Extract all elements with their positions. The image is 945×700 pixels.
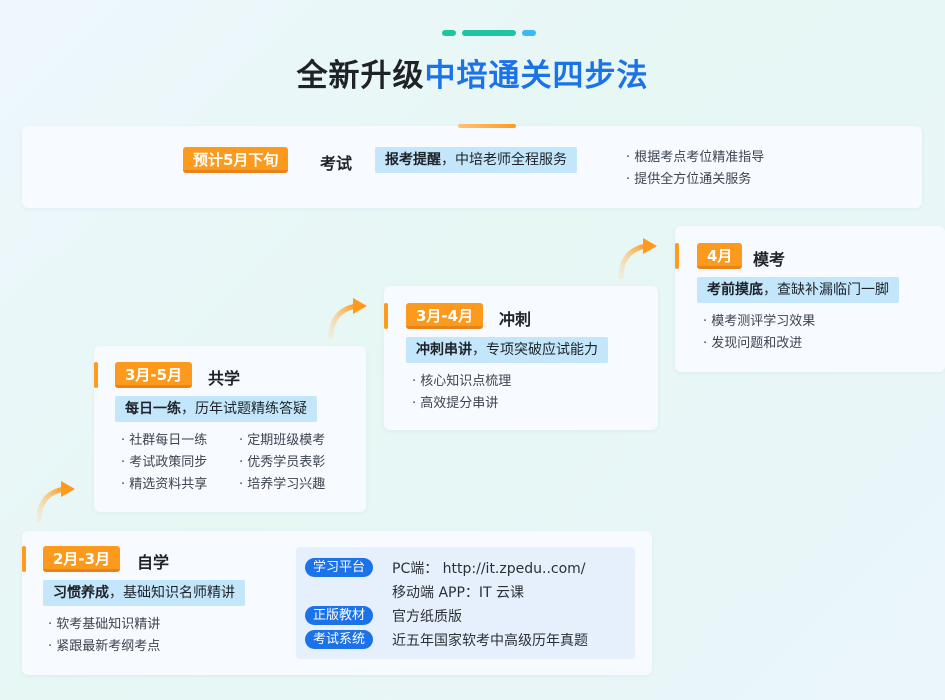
mock-date-tag: 4月 — [697, 243, 743, 269]
selfstudy-highlight-bold: 习惯养成 — [53, 585, 109, 601]
sprint-accent-bar — [384, 303, 388, 329]
selfstudy-date-tag: 2月-3月 — [43, 546, 121, 572]
title-decoration — [442, 30, 536, 36]
cowork-highlight-rest: ，历年试题精练答疑 — [181, 401, 307, 417]
exam-highlight-rest: ，中培老师全程服务 — [441, 152, 567, 168]
cowork-accent-bar — [94, 362, 98, 388]
decoration-bar — [462, 30, 516, 36]
sprint-highlight-rest: ，专项突破应试能力 — [472, 342, 598, 358]
system-label: 考试系统 — [305, 630, 374, 649]
platform-label: 学习平台 — [305, 558, 374, 577]
exam-connector-line — [458, 124, 516, 128]
selfstudy-bullet-1: · 软考基础知识精讲 — [48, 617, 161, 632]
cowork-bullet-left-1: · 社群每日一练 — [121, 433, 208, 448]
mock-highlight-rest: ，查缺补漏临门一脚 — [763, 282, 889, 298]
cowork-bullet-left-3: · 精选资料共享 — [121, 477, 208, 492]
cowork-bullet-right-1: · 定期班级模考 — [239, 433, 326, 448]
platform-pc-text: PC端： http://it.zpedu..com/ — [392, 561, 586, 577]
cowork-card: 3月-5月 共学 每日一练，历年试题精练答疑 · 社群每日一练 · 考试政策同步… — [94, 346, 366, 512]
exam-bullet-2: · 提供全方位通关服务 — [626, 172, 752, 187]
mock-highlight: 考前摸底，查缺补漏临门一脚 — [697, 277, 899, 303]
cowork-stage-name: 共学 — [208, 369, 241, 388]
selfstudy-accent-bar — [22, 546, 26, 572]
system-text: 近五年国家软考中高级历年真题 — [392, 633, 588, 649]
sprint-highlight: 冲刺串讲，专项突破应试能力 — [406, 337, 608, 363]
mock-bullet-2: · 发现问题和改进 — [703, 336, 803, 351]
mock-stage-name: 模考 — [753, 250, 786, 269]
selfstudy-bullet-2: · 紧跟最新考纲考点 — [48, 639, 161, 654]
page-title: 全新升级中培通关四步法 — [0, 50, 945, 95]
textbook-text: 官方纸质版 — [392, 609, 462, 625]
title-highlight: 中培通关四步法 — [424, 58, 649, 94]
arrow-to-sprint-icon — [328, 298, 367, 339]
exam-date-tag: 预计5月下旬 — [183, 147, 289, 173]
selfstudy-highlight: 习惯养成，基础知识名师精讲 — [43, 580, 245, 606]
textbook-label: 正版教材 — [305, 606, 374, 625]
platform-mobile-text: 移动端 APP：IT 云课 — [392, 585, 525, 601]
decoration-dot — [522, 30, 536, 36]
cowork-bullet-left-2: · 考试政策同步 — [121, 455, 208, 470]
sprint-stage-name: 冲刺 — [499, 310, 532, 329]
mock-highlight-bold: 考前摸底 — [707, 282, 763, 298]
selfstudy-highlight-rest: ，基础知识名师精讲 — [109, 585, 235, 601]
selfstudy-stage-name: 自学 — [137, 553, 170, 572]
arrow-to-cowork-icon — [36, 481, 75, 522]
title-main: 全新升级 — [296, 58, 425, 94]
sprint-highlight-bold: 冲刺串讲 — [416, 342, 472, 358]
cowork-highlight-bold: 每日一练 — [125, 401, 181, 417]
sprint-bullet-2: · 高效提分串讲 — [412, 396, 499, 411]
decoration-dot — [442, 30, 456, 36]
exam-card: 预计5月下旬 考试 报考提醒，中培老师全程服务 · 根据考点考位精准指导 · 提… — [22, 126, 922, 208]
cowork-highlight: 每日一练，历年试题精练答疑 — [115, 396, 317, 422]
mock-accent-bar — [675, 243, 679, 269]
cowork-bullet-right-3: · 培养学习兴趣 — [239, 477, 326, 492]
sprint-date-tag: 3月-4月 — [406, 303, 484, 329]
exam-bullet-1: · 根据考点考位精准指导 — [626, 150, 765, 165]
exam-highlight: 报考提醒，中培老师全程服务 — [375, 147, 577, 173]
exam-highlight-bold: 报考提醒 — [385, 152, 441, 168]
exam-stage-name: 考试 — [320, 154, 353, 173]
sprint-card: 3月-4月 冲刺 冲刺串讲，专项突破应试能力 · 核心知识点梳理 · 高效提分串… — [384, 286, 658, 430]
mock-bullet-1: · 模考测评学习效果 — [703, 314, 816, 329]
arrow-to-mock-icon — [618, 238, 657, 279]
sprint-bullet-1: · 核心知识点梳理 — [412, 374, 512, 389]
cowork-bullet-right-2: · 优秀学员表彰 — [239, 455, 326, 470]
mock-card: 4月 模考 考前摸底，查缺补漏临门一脚 · 模考测评学习效果 · 发现问题和改进 — [675, 226, 945, 372]
selfstudy-card: 2月-3月 自学 习惯养成，基础知识名师精讲 · 软考基础知识精讲 · 紧跟最新… — [22, 531, 652, 675]
cowork-date-tag: 3月-5月 — [115, 362, 193, 388]
resource-box: 学习平台 PC端： http://it.zpedu..com/ 移动端 APP：… — [296, 547, 635, 659]
